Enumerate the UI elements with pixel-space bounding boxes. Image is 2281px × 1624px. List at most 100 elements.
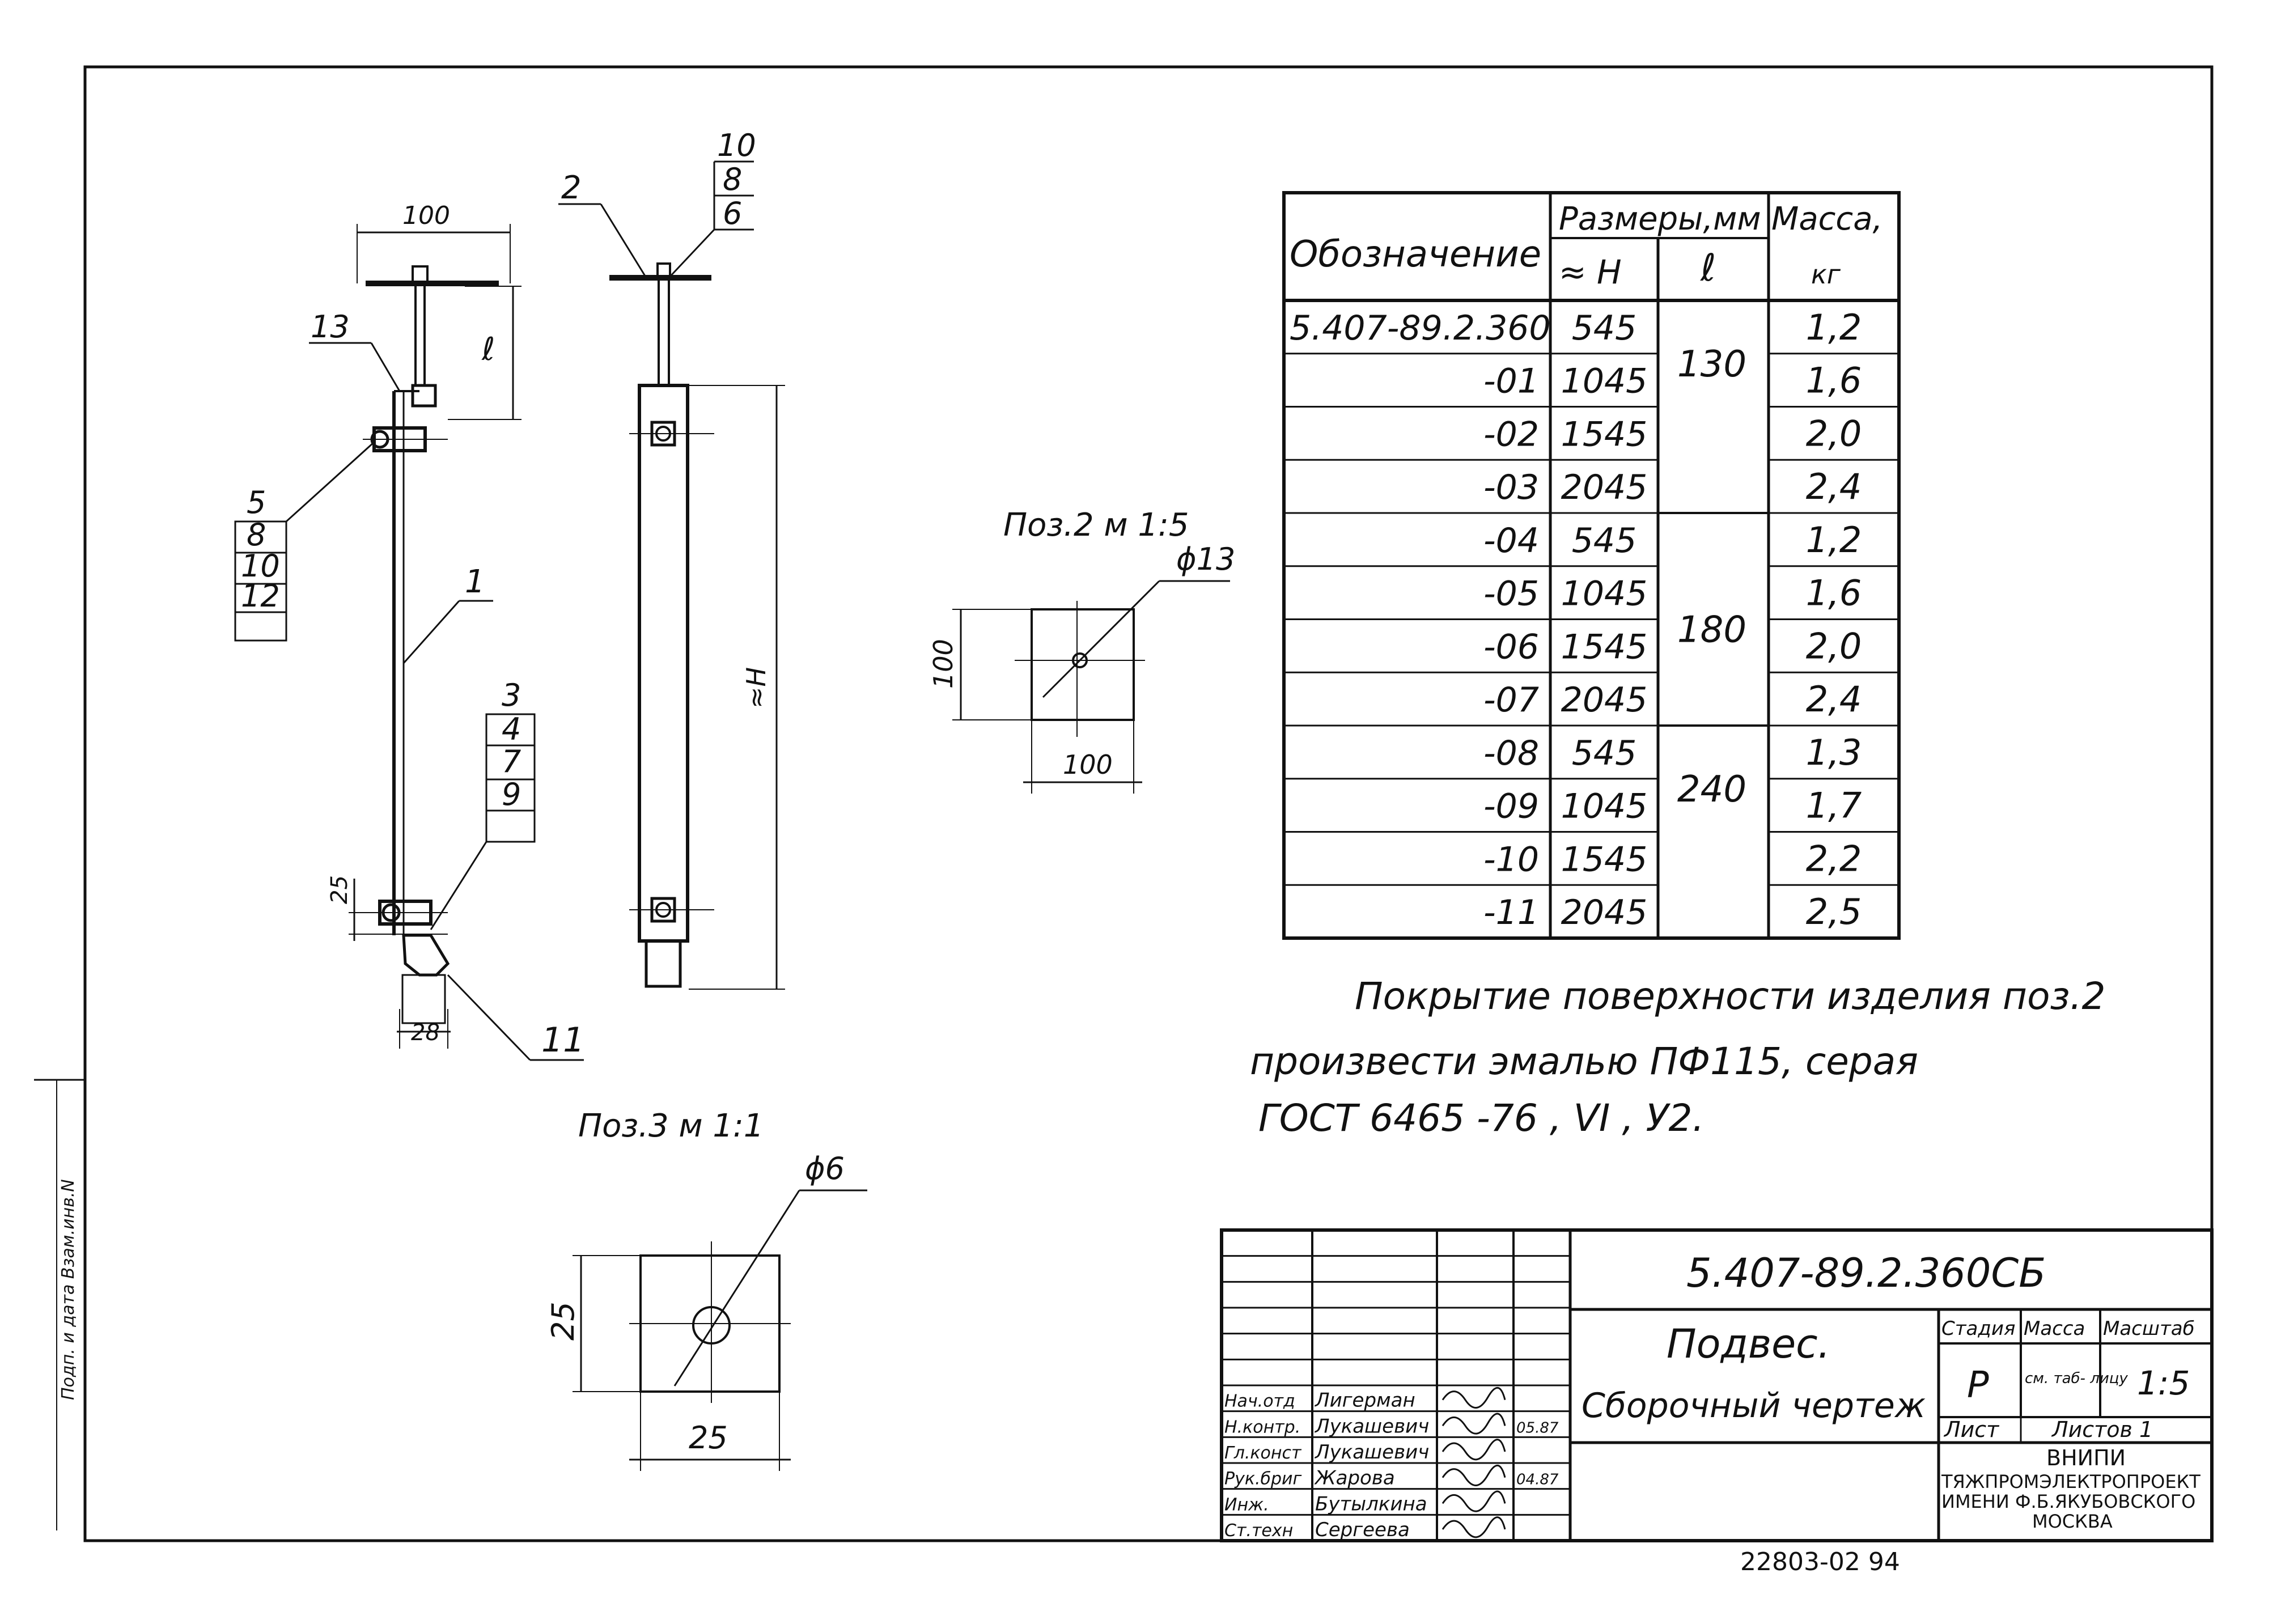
scale-value: 1:5 bbox=[2137, 1364, 2190, 1402]
signature-role: Нач.отд bbox=[1224, 1392, 1295, 1411]
mass-label: Масса bbox=[2024, 1317, 2085, 1340]
stack-top-2: 6 bbox=[723, 196, 742, 231]
stack-a-2: 10 bbox=[241, 548, 280, 584]
org-line-3: ИМЕНИ Ф.Б.ЯКУБОВСКОГО bbox=[1941, 1491, 2195, 1512]
pos2-dim-h: 100 bbox=[1063, 749, 1113, 780]
hdr-designation: Обозначение bbox=[1290, 234, 1541, 275]
table-cell-mass: 1,3 bbox=[1806, 732, 1862, 773]
stack-b-0: 3 bbox=[502, 677, 521, 713]
dimensions-table: Обозначение Размеры,мм ≈ H ℓ Масса, кг 5… bbox=[1282, 191, 1901, 940]
stack-b-3: 9 bbox=[502, 777, 521, 812]
hdr-l: ℓ bbox=[1700, 246, 1716, 290]
stack-top-1: 8 bbox=[723, 162, 742, 197]
stack-b-2: 7 bbox=[502, 744, 521, 779]
document-type: Сборочный чертеж bbox=[1582, 1386, 1926, 1426]
side-stamp: Подп. и дата Взам.инв.N bbox=[34, 1079, 85, 1530]
signature-mark bbox=[1441, 1490, 1506, 1512]
drawing-frame bbox=[83, 65, 2214, 1542]
table-cell-h: 2045 bbox=[1561, 893, 1648, 932]
signature-date: 04.87 bbox=[1516, 1472, 1559, 1489]
signature-role: Ст.техн bbox=[1224, 1521, 1293, 1541]
mass-value: см. таб- лицу bbox=[2025, 1370, 2128, 1387]
signature-name: Лукашевич bbox=[1314, 1441, 1429, 1464]
table-cell-h: 1045 bbox=[1561, 787, 1648, 826]
table-cell-designation: -10 bbox=[1483, 839, 1539, 879]
table-cell-designation: -01 bbox=[1483, 362, 1539, 401]
org-line-2: ТЯЖПРОМЭЛЕКТРОПРОЕКТ bbox=[1941, 1471, 2201, 1492]
table-cell-h: 1545 bbox=[1561, 839, 1648, 879]
table-cell-designation: -11 bbox=[1483, 893, 1539, 932]
pos2-dim-v: 100 bbox=[928, 639, 959, 689]
table-cell-designation: -03 bbox=[1483, 468, 1539, 507]
sheets-label: Листов 1 bbox=[2051, 1417, 2153, 1442]
org-line-1: ВНИПИ bbox=[2046, 1445, 2126, 1470]
signature-date: 05.87 bbox=[1516, 1419, 1559, 1436]
scale-label: Масштаб bbox=[2103, 1317, 2195, 1340]
dim-top-100: 100 bbox=[402, 201, 450, 230]
table-cell-mass: 2,4 bbox=[1806, 466, 1862, 507]
pos2-caption: Поз.2 м 1:5 bbox=[1003, 507, 1189, 544]
stage-label: Стадия bbox=[1941, 1317, 2015, 1340]
signature-name: Бутылкина bbox=[1315, 1492, 1427, 1515]
product-name: Подвес. bbox=[1667, 1321, 1830, 1367]
table-cell-mass: 2,0 bbox=[1806, 413, 1862, 454]
table-cell-l: 130 bbox=[1677, 344, 1746, 385]
org-line-4: МОСКВА bbox=[2032, 1511, 2113, 1532]
table-cell-mass: 2,2 bbox=[1806, 838, 1862, 879]
table-cell-l: 240 bbox=[1677, 769, 1746, 811]
table-cell-mass: 1,6 bbox=[1806, 360, 1862, 401]
callout-1: 1 bbox=[465, 563, 485, 600]
table-cell-h: 1045 bbox=[1561, 574, 1648, 614]
signature-mark bbox=[1441, 1386, 1506, 1409]
callout-2: 2 bbox=[561, 169, 582, 206]
stack-top-0: 10 bbox=[717, 128, 756, 163]
signature-name: Лигерман bbox=[1314, 1389, 1415, 1412]
side-stamp-text: Подп. и дата Взам.инв.N bbox=[58, 1179, 78, 1400]
pos3-dim-v: 25 bbox=[545, 1301, 581, 1341]
table-cell-l: 180 bbox=[1677, 609, 1746, 651]
signature-role: Гл.конст bbox=[1224, 1443, 1302, 1463]
callout-stack-a: 5 8 10 12 bbox=[234, 441, 375, 642]
callout-13: 13 bbox=[311, 309, 350, 345]
note-line-1: Покрытие поверхности изделия поз.2 bbox=[1355, 974, 2106, 1018]
dim-28: 28 bbox=[411, 1020, 440, 1046]
table-cell-mass: 2,4 bbox=[1806, 679, 1862, 720]
left-assembly-view: 100 ℓ 28 25 13 bbox=[234, 201, 584, 1061]
callout-11: 11 bbox=[541, 1020, 584, 1060]
table-cell-h: 2045 bbox=[1561, 468, 1648, 507]
callout-stack-b: 3 4 7 9 bbox=[430, 677, 536, 930]
pos3-dim-h: 25 bbox=[689, 1420, 728, 1456]
stack-a-3: 12 bbox=[241, 578, 280, 614]
table-cell-h: 1545 bbox=[1561, 627, 1648, 667]
signature-mark bbox=[1441, 1439, 1506, 1461]
table-cell-mass: 1,7 bbox=[1806, 785, 1862, 826]
table-cell-h: 1545 bbox=[1561, 414, 1648, 454]
pos2-detail: Поз.2 м 1:5 ϕ13 100 100 bbox=[928, 507, 1235, 794]
table-cell-designation: -09 bbox=[1483, 787, 1539, 826]
pos3-detail: Поз.3 м 1:1 ϕ6 25 25 bbox=[545, 1108, 867, 1471]
signature-name: Жарова bbox=[1314, 1467, 1395, 1490]
note-line-3: ГОСТ 6465 -76 , VI , У2. bbox=[1258, 1096, 1705, 1140]
table-cell-h: 545 bbox=[1572, 521, 1637, 561]
table-cell-mass: 1,2 bbox=[1806, 519, 1862, 561]
hdr-dimensions: Размеры,мм bbox=[1559, 201, 1761, 238]
stack-a-1: 8 bbox=[247, 517, 266, 553]
bottom-code: 22803-02 94 bbox=[1740, 1547, 1900, 1576]
table-cell-mass: 2,0 bbox=[1806, 625, 1862, 667]
table-cell-designation: -02 bbox=[1483, 414, 1539, 454]
signature-role: Инж. bbox=[1224, 1495, 1269, 1515]
signature-name: Лукашевич bbox=[1314, 1415, 1429, 1438]
pos2-hole: ϕ13 bbox=[1176, 541, 1235, 577]
table-cell-h: 1045 bbox=[1561, 362, 1648, 401]
pos3-hole: ϕ6 bbox=[805, 1151, 845, 1186]
table-cell-designation: -05 bbox=[1483, 574, 1539, 614]
signature-name: Сергеева bbox=[1315, 1519, 1410, 1541]
title-block: 5.407-89.2.360СБ Подвес. Сборочный черте… bbox=[1220, 1228, 2214, 1542]
signature-mark bbox=[1441, 1516, 1506, 1538]
signature-role: Рук.бриг bbox=[1224, 1469, 1302, 1489]
hdr-mass-unit: кг bbox=[1811, 259, 1841, 290]
table-cell-designation: -04 bbox=[1483, 521, 1539, 561]
stage-value: Р bbox=[1967, 1364, 1989, 1406]
note-line-2: произвести эмалью ПФ115, серая bbox=[1250, 1040, 1918, 1083]
